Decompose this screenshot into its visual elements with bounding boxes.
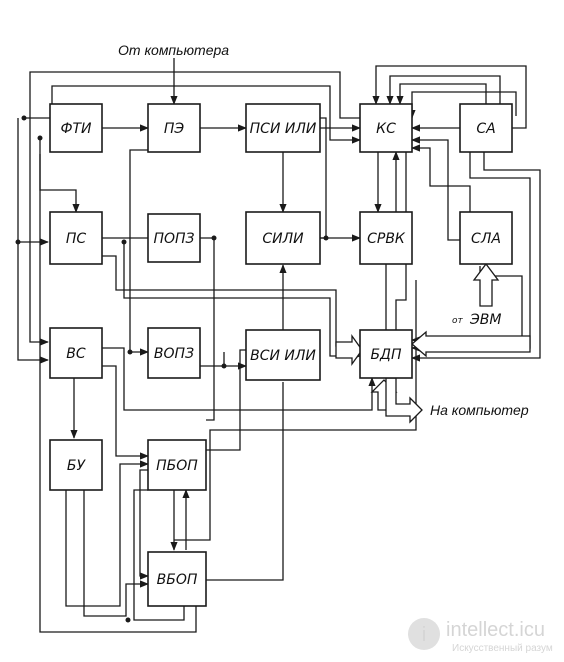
junction-dot bbox=[15, 239, 21, 245]
hollow-arrows bbox=[335, 262, 531, 424]
block-vbop-label: ВБОП bbox=[157, 572, 198, 588]
block-pbop: ПБОП bbox=[147, 439, 207, 491]
junction-dot bbox=[21, 115, 27, 121]
watermark-tagline: Искусственный разум bbox=[452, 643, 553, 654]
label-from-evm: ЭВМ bbox=[469, 312, 501, 328]
block-vsi-ili-label: ВСИ ИЛИ bbox=[250, 348, 316, 364]
block-sla-label: СЛА bbox=[471, 231, 501, 247]
block-srvk-label: СРВК bbox=[367, 231, 406, 247]
block-psi-ili: ПСИ ИЛИ bbox=[245, 103, 321, 153]
block-fti-label: ФТИ bbox=[60, 121, 92, 137]
junction-dot bbox=[121, 239, 127, 245]
block-bdp: БДП bbox=[359, 329, 413, 379]
watermark: i intellect.icu Искусственный разум bbox=[408, 618, 553, 654]
junction-dot bbox=[221, 363, 227, 369]
junction-dot bbox=[323, 235, 329, 241]
watermark-logo-letter: i bbox=[422, 624, 426, 646]
junction-dot bbox=[37, 135, 43, 141]
junction-dot bbox=[125, 617, 131, 623]
block-srvk: СРВК bbox=[359, 211, 413, 265]
block-vs-label: ВС bbox=[66, 346, 86, 362]
junction-dot bbox=[211, 235, 217, 241]
block-sili-label: СИЛИ bbox=[262, 231, 304, 247]
block-psi-ili-label: ПСИ ИЛИ bbox=[250, 121, 317, 137]
block-sa: СА bbox=[459, 103, 513, 153]
hollow-arrow-from-evm bbox=[472, 262, 500, 307]
block-vbop: ВБОП bbox=[147, 551, 207, 607]
block-bu-label: БУ bbox=[67, 458, 87, 474]
label-from-computer: От компьютера bbox=[118, 42, 229, 58]
watermark-logo-icon bbox=[408, 618, 440, 650]
block-vsi-ili: ВСИ ИЛИ bbox=[245, 329, 321, 381]
block-sla: СЛА bbox=[459, 211, 513, 265]
junction-dot bbox=[127, 349, 133, 355]
block-ps: ПС bbox=[49, 211, 103, 265]
block-vopz: ВОПЗ bbox=[147, 327, 201, 379]
hollow-arrow-to-computer bbox=[385, 377, 423, 424]
block-bdp-label: БДП bbox=[370, 347, 402, 363]
hollow-arrow-rails-bdp bbox=[411, 330, 531, 358]
block-pe-label: ПЭ bbox=[164, 121, 185, 137]
block-pbop-label: ПБОП bbox=[156, 458, 198, 474]
block-pe: ПЭ bbox=[147, 103, 201, 153]
block-vopz-label: ВОПЗ bbox=[154, 346, 194, 362]
hollow-arrow-ps-bdp bbox=[335, 333, 363, 367]
block-bu: БУ bbox=[49, 439, 103, 491]
block-fti: ФТИ bbox=[49, 103, 103, 153]
block-ks: КС bbox=[359, 103, 413, 153]
label-to-computer: На компьютер bbox=[430, 402, 529, 418]
block-ps-label: ПС bbox=[66, 231, 87, 247]
block-vs: ВС bbox=[49, 327, 103, 379]
watermark-site: intellect.icu bbox=[446, 619, 545, 641]
block-popz-label: ПОПЗ bbox=[153, 231, 194, 247]
block-sili: СИЛИ bbox=[245, 211, 321, 265]
label-from-evm-prefix: от bbox=[452, 316, 464, 326]
block-popz: ПОПЗ bbox=[147, 213, 201, 263]
block-ks-label: КС bbox=[376, 121, 396, 137]
block-sa-label: СА bbox=[476, 121, 495, 137]
